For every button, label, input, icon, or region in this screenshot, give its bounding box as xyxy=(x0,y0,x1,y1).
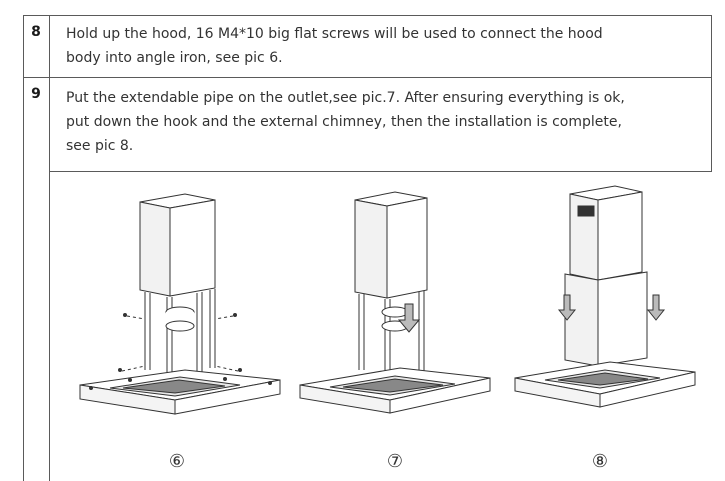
row-divider-2 xyxy=(49,171,712,172)
step-8-text: Hold up the hood, 16 M4*10 big flat scre… xyxy=(66,22,711,70)
figure-6-illustration xyxy=(79,193,281,415)
border-left xyxy=(23,15,24,481)
figure-8-label: ⑧ xyxy=(591,451,609,472)
border-right xyxy=(711,15,712,172)
step-8-number: 8 xyxy=(31,24,41,40)
figure-6-label: ⑥ xyxy=(168,451,186,472)
step-9-number: 9 xyxy=(31,86,41,102)
step-9-text: Put the extendable pipe on the outlet,se… xyxy=(66,86,711,158)
figure-8-illustration xyxy=(514,185,696,408)
border-top xyxy=(23,15,712,16)
step-8-line-2: body into angle iron, see pic 6. xyxy=(66,50,283,66)
step-8-line-1: Hold up the hood, 16 M4*10 big flat scre… xyxy=(66,26,603,42)
step-9-line-1: Put the extendable pipe on the outlet,se… xyxy=(66,90,625,106)
row-divider-1 xyxy=(23,77,712,78)
figure-7-illustration xyxy=(299,191,491,414)
figure-7-label: ⑦ xyxy=(386,451,404,472)
step-9-line-3: see pic 8. xyxy=(66,138,134,154)
step-9-line-2: put down the hook and the external chimn… xyxy=(66,114,622,130)
column-divider xyxy=(49,15,50,481)
